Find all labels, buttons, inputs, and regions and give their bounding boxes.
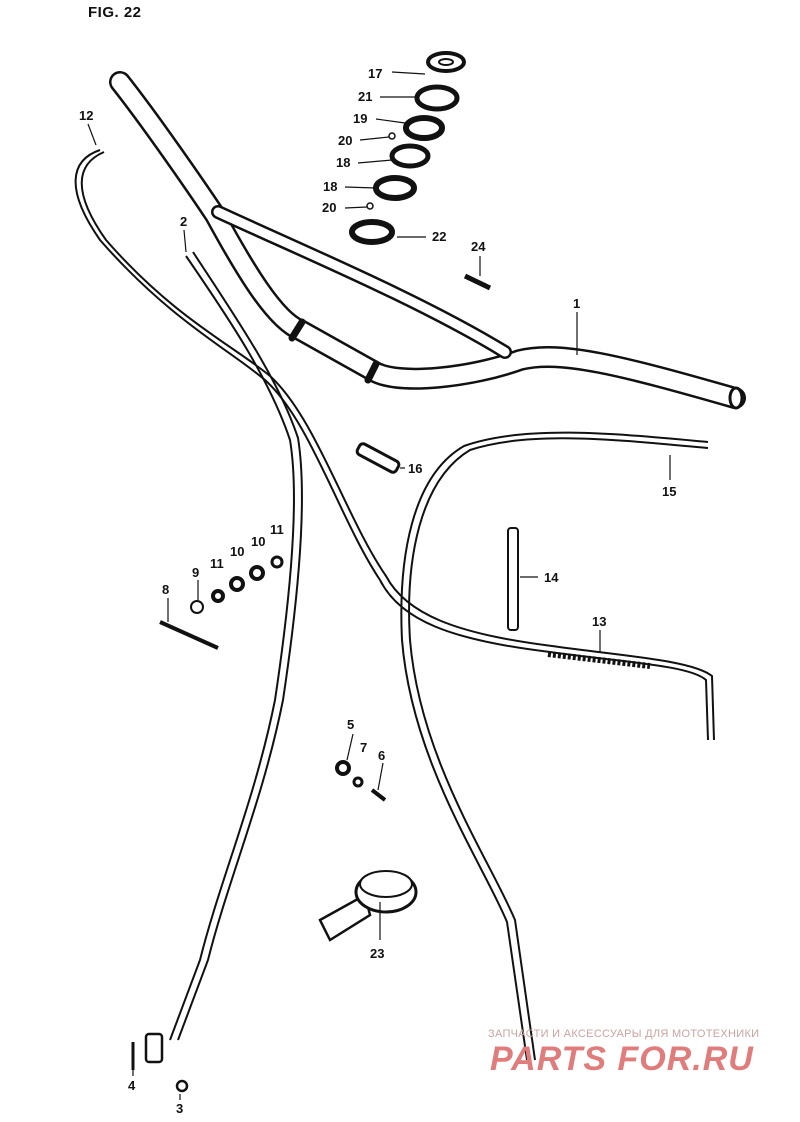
- callout-11-b: 11: [270, 522, 284, 537]
- callout-12: 12: [79, 108, 93, 123]
- callout-5: 5: [347, 717, 354, 732]
- callout-14: 14: [544, 570, 559, 585]
- throttle-housing-23: [318, 870, 418, 942]
- handlebar: [109, 71, 746, 410]
- callout-leaders: [87, 71, 671, 1100]
- cable-end-lower-left: [131, 1032, 189, 1093]
- callout-15: 15: [662, 484, 676, 499]
- callout-16: 16: [408, 461, 422, 476]
- stem-stack: [349, 51, 466, 245]
- callout-21: 21: [358, 89, 372, 104]
- callout-20-lower: 20: [322, 200, 336, 215]
- callout-10-a: 10: [230, 544, 244, 559]
- callout-9: 9: [192, 565, 199, 580]
- watermark-logo: PARTS FOR.RU: [490, 1040, 754, 1078]
- callout-18-lower: 18: [323, 179, 337, 194]
- hardware-left: [159, 555, 284, 650]
- callout-22: 22: [432, 229, 446, 244]
- callout-13: 13: [592, 614, 606, 629]
- callout-1: 1: [573, 296, 580, 311]
- figure-title: FIG. 22: [88, 4, 142, 21]
- bolt-24: [463, 273, 492, 291]
- callout-20-upper: 20: [338, 133, 352, 148]
- callout-2: 2: [180, 214, 187, 229]
- callout-19: 19: [353, 111, 367, 126]
- callout-4: 4: [128, 1078, 136, 1093]
- clamp-16: [355, 442, 401, 474]
- strap-14: [507, 527, 519, 631]
- callout-18-upper: 18: [336, 155, 350, 170]
- callout-11-a: 11: [210, 556, 224, 571]
- hardware-center: [335, 760, 387, 802]
- callout-8: 8: [162, 582, 169, 597]
- callout-3: 3: [176, 1101, 183, 1116]
- callout-6: 6: [378, 748, 385, 763]
- cables: [74, 149, 715, 1061]
- callout-24: 24: [471, 239, 486, 254]
- watermark-tagline: ЗАПЧАСТИ И АКСЕССУАРЫ ДЛЯ МОТОТЕХНИКИ: [488, 1028, 760, 1040]
- callout-7: 7: [360, 740, 367, 755]
- callout-17: 17: [368, 66, 382, 81]
- callout-23: 23: [370, 946, 384, 961]
- callout-10-b: 10: [251, 534, 265, 549]
- callout-labels: 17 21 19 20 18 18 20 22 24 1 12 2 16 15 …: [79, 66, 676, 1116]
